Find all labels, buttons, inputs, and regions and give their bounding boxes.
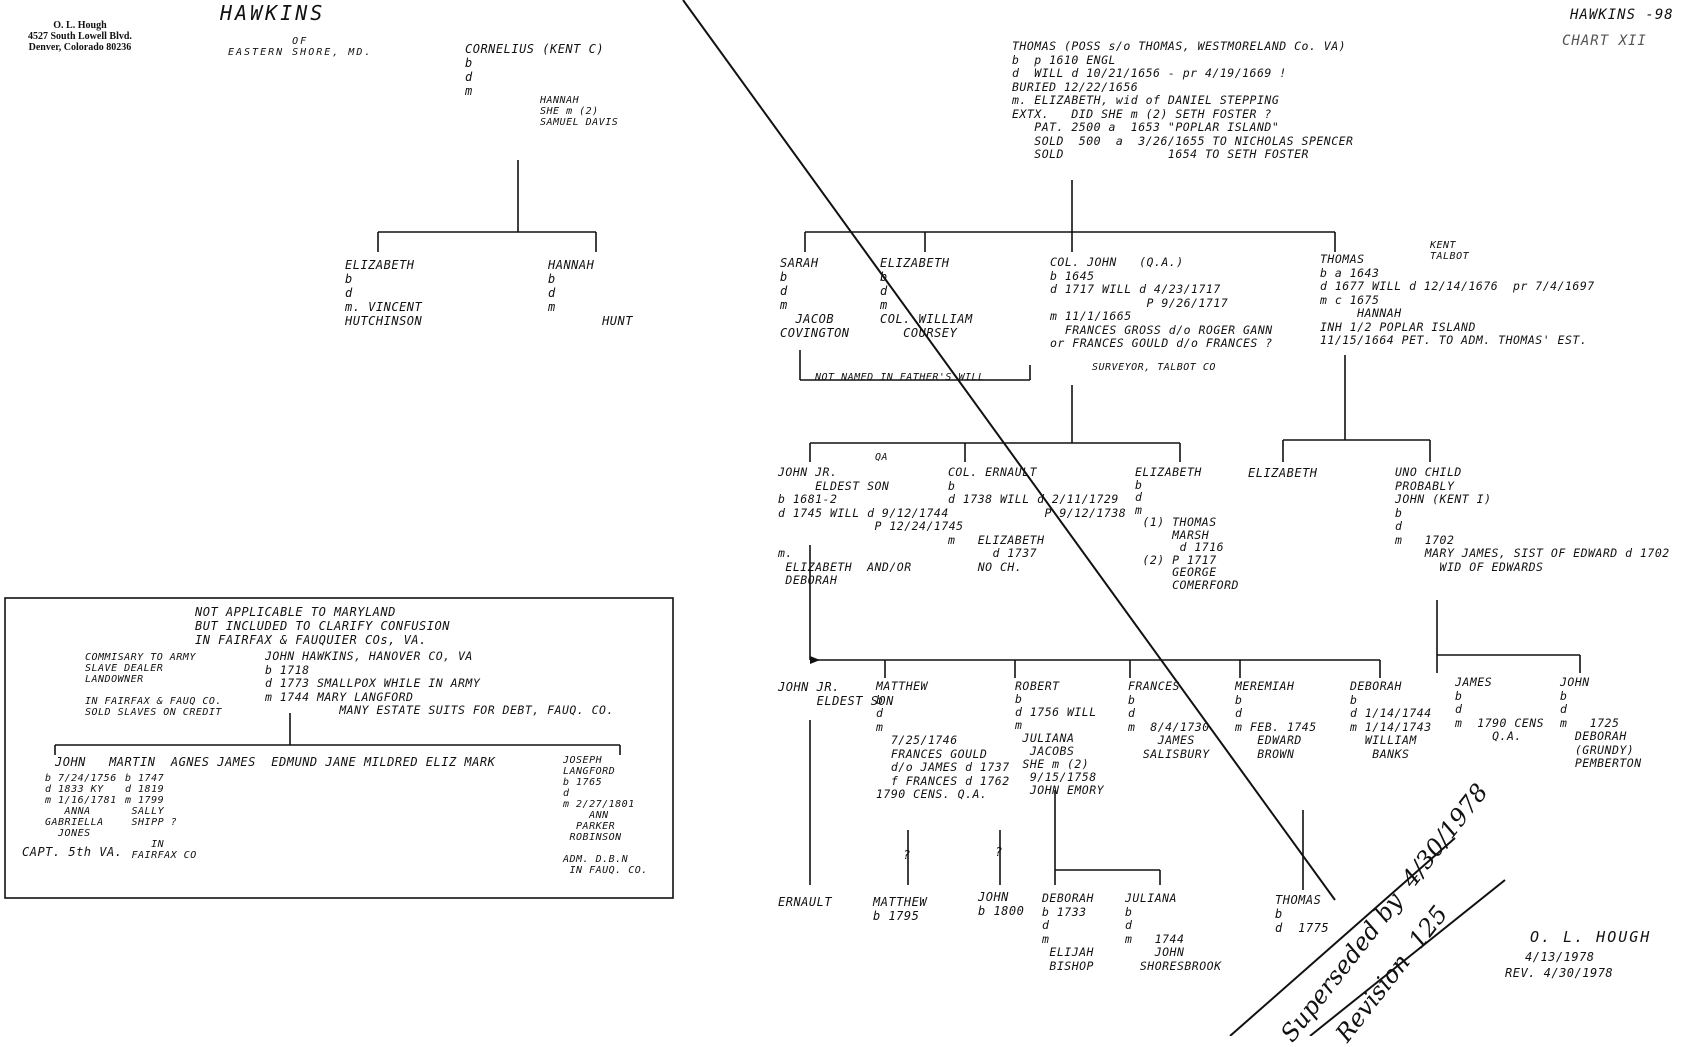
person-col-john: COL. JOHN (Q.A.) b 1645 d 1717 WILL d 4/… (1050, 255, 1273, 350)
signature-revision: REV. 4/30/1978 (1505, 966, 1614, 980)
person-john-va: b 7/24/1756 d 1833 KY m 1/16/1781 ANNA G… (45, 773, 117, 839)
chart-number: CHART XII (1562, 33, 1647, 49)
chart-subtitle: OF EASTERN SHORE, MD. (228, 36, 373, 58)
person-col-ernault: COL. ERNAULT b d 1738 WILL d 2/11/1729 P… (948, 465, 1127, 574)
person-john-2: JOHN b 1800 (978, 890, 1025, 918)
qa-note: QA (875, 452, 889, 463)
person-deborah-g: DEBORAH b d 1/14/1744 m 1/14/1743 WILLIA… (1350, 679, 1432, 761)
person-cornelius: CORNELIUS (KENT C) b d m (465, 42, 605, 98)
person-hannah-wife: HANNAH SHE m (2) SAMUEL DAVIS (540, 95, 619, 128)
person-ernault: ERNAULT (778, 895, 833, 909)
person-elizabeth-c: ELIZABETH b d m. VINCENT HUTCHINSON (345, 258, 423, 328)
person-elizabeth-t: ELIZABETH b d m COL. WILLIAM COURSEY (880, 256, 973, 340)
person-matthew-2: MATTHEW b 1795 (873, 895, 928, 923)
uncertain-mark-2: ? (995, 845, 1003, 859)
person-martin-va: b 1747 d 1819 m 1799 SALLY SHIPP ? IN FA… (125, 773, 197, 861)
person-hannah-c: HANNAH b d m HUNT (548, 258, 633, 328)
surveyor-note: SURVEYOR, TALBOT CO (1092, 362, 1216, 373)
person-robert: ROBERT b d 1756 WILL m JULIANA JACOBS SH… (1015, 679, 1105, 797)
person-juliana: JULIANA b d m 1744 JOHN SHORESBROOK (1125, 891, 1222, 973)
person-sarah: SARAH b d m JACOB COVINGTON (780, 256, 850, 340)
person-thomas-3: THOMAS b d 1775 (1275, 893, 1330, 935)
signature-date: 4/13/1978 (1525, 950, 1595, 964)
person-john-hawkins-va: JOHN HAWKINS, HANOVER CO, VA b 1718 d 17… (265, 649, 614, 717)
chart-id: HAWKINS -98 (1570, 7, 1674, 23)
person-elizabeth-g: ELIZABETH b d m (1) THOMAS MARSH d 1716 … (1135, 465, 1239, 592)
capt-note: CAPT. 5th VA. (22, 845, 123, 859)
person-meremiah: MEREMIAH b d m FEB. 1745 EDWARD BROWN (1235, 679, 1317, 761)
person-james: JAMES b d m 1790 CENS Q.A. (1455, 675, 1545, 743)
person-john-jr: JOHN JR. ELDEST SON b 1681-2 d 1745 WILL… (778, 465, 964, 587)
person-john-jr-2: JOHN JR. ELDEST SON (778, 680, 894, 708)
virginia-notes: COMMISARY TO ARMY SLAVE DEALER LANDOWNER… (85, 652, 222, 718)
strike-line (682, 0, 1336, 901)
person-joseph-va: JOSEPH LANGFORD b 1765 d m 2/27/1801 ANN… (563, 755, 648, 876)
person-john-pemberton: JOHN b d m 1725 DEBORAH (GRUNDY) PEMBERT… (1560, 675, 1642, 770)
virginia-box-title: NOT APPLICABLE TO MARYLAND BUT INCLUDED … (195, 605, 450, 647)
person-frances: FRANCES b d m 8/4/1730 JAMES SALISBURY (1128, 679, 1210, 761)
person-thomas-junior: THOMAS b a 1643 d 1677 WILL d 12/14/1676… (1320, 252, 1595, 347)
author-address: O. L. Hough 4527 South Lowell Blvd. Denv… (28, 20, 132, 53)
chart-title: HAWKINS (220, 1, 326, 25)
signature-name: O. L. HOUGH (1530, 928, 1652, 946)
not-named-note: NOT NAMED IN FATHER'S WILL (815, 372, 985, 383)
person-deborah-2: DEBORAH b 1733 d m ELIJAH BISHOP (1042, 891, 1094, 973)
person-elizabeth-j: ELIZABETH (1248, 466, 1318, 480)
person-john-kent: UNO CHILD PROBABLY JOHN (KENT I) b d m 1… (1395, 465, 1670, 574)
kent-talbot-note: KENT TALBOT (1430, 240, 1470, 262)
uncertain-mark-1: ? (903, 848, 911, 862)
virginia-box-frame (4, 597, 674, 899)
virginia-children-row: JOHN MARTIN AGNES JAMES EDMUND JANE MILD… (55, 755, 496, 769)
person-thomas-root: THOMAS (POSS s/o THOMAS, WESTMORELAND Co… (1012, 39, 1354, 161)
person-matthew: MATTHEW b d m 7/25/1746 FRANCES GOULD d/… (876, 679, 1010, 801)
